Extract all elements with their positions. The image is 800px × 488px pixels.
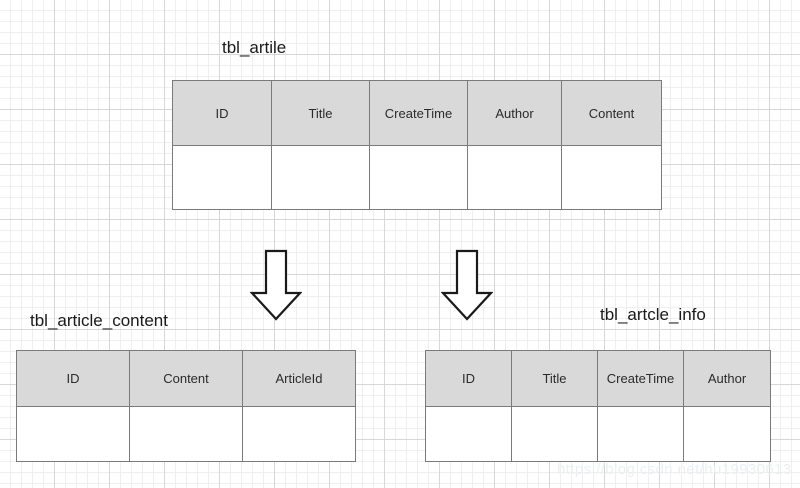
cell-content bbox=[129, 406, 243, 462]
cell-author bbox=[683, 406, 771, 462]
column-header-author: Author bbox=[683, 350, 771, 407]
table-header-row: ID Title CreateTime Author Content bbox=[172, 80, 662, 146]
arrow-down-to-artcle-info bbox=[441, 249, 493, 321]
table-row bbox=[16, 406, 356, 462]
table-tbl-article-content: ID Content ArticleId bbox=[16, 350, 356, 462]
table-caption-tbl-article-content: tbl_article_content bbox=[30, 311, 168, 330]
cell-createtime bbox=[369, 145, 468, 210]
column-header-id: ID bbox=[425, 350, 512, 407]
table-tbl-artcle-info: ID Title CreateTime Author bbox=[425, 350, 771, 462]
table-caption-tbl-artile: tbl_artile bbox=[222, 38, 287, 57]
table-row bbox=[172, 145, 662, 210]
column-header-author: Author bbox=[467, 80, 562, 146]
column-header-title: Title bbox=[271, 80, 370, 146]
table-header-row: ID Title CreateTime Author bbox=[425, 350, 771, 407]
arrow-down-icon bbox=[250, 249, 302, 321]
cell-author bbox=[467, 145, 562, 210]
column-header-createtime: CreateTime bbox=[369, 80, 468, 146]
table-tbl-artile: ID Title CreateTime Author Content bbox=[172, 80, 662, 210]
column-header-content: Content bbox=[561, 80, 662, 146]
cell-id bbox=[16, 406, 130, 462]
column-header-articleid: ArticleId bbox=[242, 350, 356, 407]
cell-id bbox=[172, 145, 272, 210]
table-caption-tbl-artcle-info: tbl_artcle_info bbox=[600, 305, 706, 324]
column-header-id: ID bbox=[172, 80, 272, 146]
cell-title bbox=[271, 145, 370, 210]
cell-articleid bbox=[242, 406, 356, 462]
watermark-text: https://blog.csdn.net/hu19930613 bbox=[557, 461, 792, 478]
column-header-id: ID bbox=[16, 350, 130, 407]
column-header-content: Content bbox=[129, 350, 243, 407]
column-header-createtime: CreateTime bbox=[597, 350, 684, 407]
cell-content bbox=[561, 145, 662, 210]
cell-createtime bbox=[597, 406, 684, 462]
arrow-down-to-article-content bbox=[250, 249, 302, 321]
table-header-row: ID Content ArticleId bbox=[16, 350, 356, 407]
column-header-title: Title bbox=[511, 350, 598, 407]
cell-title bbox=[511, 406, 598, 462]
table-row bbox=[425, 406, 771, 462]
cell-id bbox=[425, 406, 512, 462]
arrow-down-icon bbox=[441, 249, 493, 321]
